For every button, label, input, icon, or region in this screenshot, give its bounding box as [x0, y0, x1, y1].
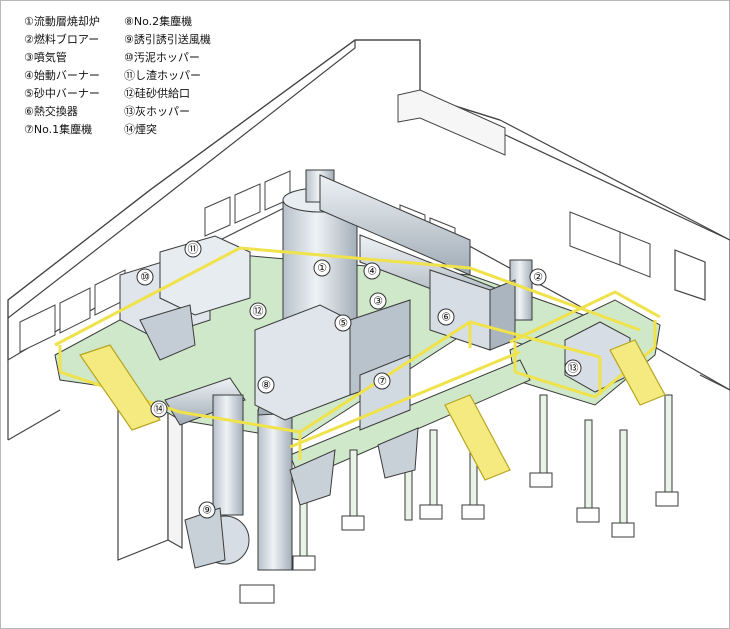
legend-item-2: ②燃料ブロアー — [24, 33, 100, 46]
callout-2: ② — [533, 271, 543, 284]
callout-12: ⑫ — [253, 305, 264, 318]
callout-marker-2 — [529, 268, 547, 286]
legend-item-12: ⑫硅砂供給口 — [124, 87, 190, 100]
callout-marker-3 — [369, 292, 387, 310]
legend-item-9: ⑨誘引誘引送風機 — [124, 33, 211, 46]
heat-exchanger — [429, 269, 516, 351]
callout-markers: ① ② ③ ④ ⑤ ⑥ ⑦ ⑧ ⑨ ⑩ ⑪ ⑫ ⑬ ⑭ — [136, 240, 582, 519]
stairs — [79, 339, 666, 481]
legend-item-3: ③噴気管 — [24, 51, 67, 64]
equipment-legend: ①流動層焼却炉 ②燃料ブロアー ③噴気管 ④始動バーナー ⑤砂中バーナー ⑥熱交… — [24, 15, 244, 145]
callout-marker-4 — [363, 262, 381, 280]
legend-item-7: ⑦No.1集塵機 — [24, 123, 93, 136]
callout-9: ⑨ — [202, 504, 212, 517]
callout-marker-12 — [249, 302, 267, 320]
callout-marker-8 — [257, 376, 275, 394]
legend-item-5: ⑤砂中バーナー — [24, 87, 100, 100]
callout-6: ⑥ — [441, 311, 451, 324]
callout-marker-6 — [437, 308, 455, 326]
callout-13: ⑬ — [568, 362, 579, 375]
callout-10: ⑩ — [140, 271, 150, 284]
callout-marker-5 — [334, 314, 352, 332]
legend-item-11: ⑪し渣ホッパー — [124, 69, 201, 82]
callout-marker-14 — [150, 400, 168, 418]
legend-item-6: ⑥熱交換器 — [24, 105, 78, 118]
legend-item-1: ①流動層焼却炉 — [24, 15, 100, 28]
callout-1: ① — [317, 262, 327, 275]
callout-7: ⑦ — [377, 375, 387, 388]
callout-marker-7 — [373, 372, 391, 390]
callout-marker-11 — [184, 240, 202, 258]
induced-draft-fan — [184, 507, 250, 569]
building-windows — [19, 89, 651, 353]
callout-marker-1 — [313, 259, 331, 277]
column-footings — [239, 472, 679, 604]
legend-item-13: ⑬灰ホッパー — [124, 105, 190, 118]
callout-3: ③ — [373, 295, 383, 308]
callout-14: ⑭ — [154, 403, 165, 416]
callout-marker-9 — [198, 501, 216, 519]
callout-8: ⑧ — [261, 379, 271, 392]
callout-marker-10 — [136, 268, 154, 286]
legend-item-8: ⑧No.2集塵機 — [124, 15, 193, 28]
callout-5: ⑤ — [338, 317, 348, 330]
railings — [54, 246, 661, 460]
legend-item-14: ⑭煙突 — [124, 123, 157, 136]
callout-marker-13 — [564, 359, 582, 377]
callout-4: ④ — [367, 265, 377, 278]
callout-11: ⑪ — [188, 243, 199, 256]
legend-item-4: ④始動バーナー — [24, 69, 100, 82]
legend-item-10: ⑩汚泥ホッパー — [124, 51, 200, 64]
